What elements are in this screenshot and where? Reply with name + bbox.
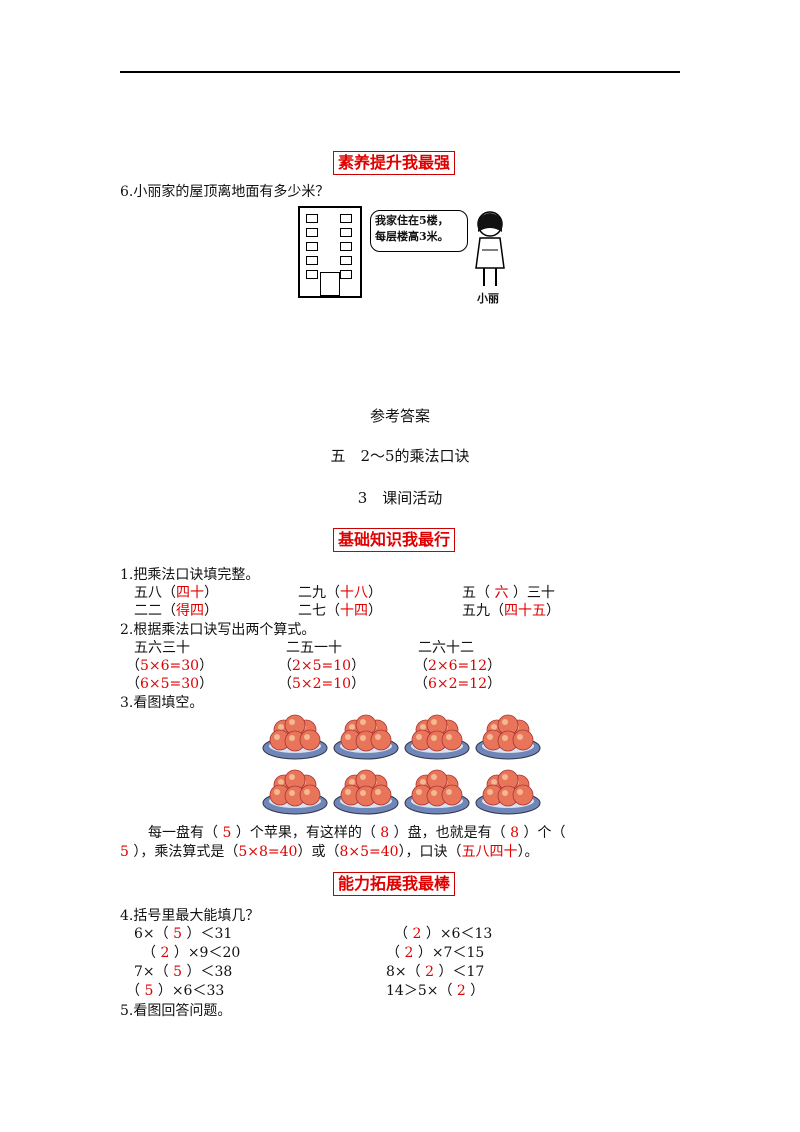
q2-answer: （5×2=10） [278, 676, 366, 692]
q2-answer: （6×5=30） [126, 676, 214, 692]
section-title-literacy: 素养提升我最强 [333, 151, 456, 175]
q3-question: 3.看图填空。 [120, 695, 204, 711]
q2-header: 二六十二 [418, 640, 474, 656]
q4-item: 8×（ 2 ）＜17 [386, 964, 485, 980]
q1-item: 五（ 六 ）三十 [462, 585, 555, 601]
apple-plate-icon [475, 714, 541, 760]
q4-item: （ 5 ）×6＜33 [126, 983, 225, 999]
q4-item: （ 2 ）×9＜20 [142, 945, 241, 961]
q4-item: 7×（ 5 ）＜38 [134, 964, 233, 980]
q1-item: 二七（十四） [298, 603, 382, 619]
q2-answer: （5×6=30） [126, 658, 214, 674]
q3-line-2: 5 ），乘法算式是（5×8=40）或（8×5=40），口诀（五八四十）。 [120, 844, 539, 860]
q2-answer: （6×2=12） [414, 676, 502, 692]
apple-plate-icon [262, 714, 328, 760]
q4-item: （ 2 ）×7＜15 [386, 945, 485, 961]
q2-answer: （2×5=10） [278, 658, 366, 674]
q6-question: 6.小丽家的屋顶离地面有多少米？ [120, 184, 330, 200]
unit-title: 五 2～5的乘法口诀 [330, 447, 470, 465]
q4-item: （ 2 ）×6＜13 [394, 926, 493, 942]
q1-question: 1.把乘法口诀填完整。 [120, 567, 260, 583]
apple-plate-icon [333, 769, 399, 815]
section-title-basics: 基础知识我最行 [333, 528, 456, 552]
apple-plate-icon [262, 769, 328, 815]
section-title-extension: 能力拓展我最棒 [333, 872, 456, 896]
lesson-title: 3 课间活动 [357, 489, 443, 507]
q2-answer: （2×6=12） [414, 658, 502, 674]
bubble-line-1: 我家住在5楼， [375, 214, 449, 227]
bubble-line-2: 每层楼高3米。 [375, 230, 449, 243]
apple-plate-icon [404, 714, 470, 760]
q2-question: 2.根据乘法口诀写出两个算式。 [120, 622, 316, 638]
q4-item: 14＞5×（ 2 ） [386, 983, 485, 999]
q1-item: 二二（得四） [134, 603, 218, 619]
apple-plate-icon [404, 769, 470, 815]
q3-line-1: 每一盘有（ 5 ）个苹果，有这样的（ 8 ）盘，也就是有（ 8 ）个（ [148, 825, 566, 841]
apple-plate-icon [475, 769, 541, 815]
answers-title: 参考答案 [369, 407, 430, 425]
girl-icon [475, 211, 505, 286]
q5-question: 5.看图回答问题。 [120, 1003, 232, 1019]
q4-item: 6×（ 5 ）＜31 [134, 926, 233, 942]
q2-header: 五六三十 [134, 640, 190, 656]
q4-question: 4.括号里最大能填几？ [120, 908, 260, 924]
apple-plate-icon [333, 714, 399, 760]
q1-item: 五九（四十五） [462, 603, 560, 619]
q2-header: 二五一十 [286, 640, 342, 656]
building-icon [298, 206, 362, 298]
header-rule [120, 71, 680, 73]
q1-item: 二九（十八） [298, 585, 382, 601]
speech-bubble: 我家住在5楼， 每层楼高3米。 [370, 210, 468, 252]
q1-item: 五八（四十） [134, 585, 218, 601]
girl-label: 小丽 [477, 292, 499, 305]
